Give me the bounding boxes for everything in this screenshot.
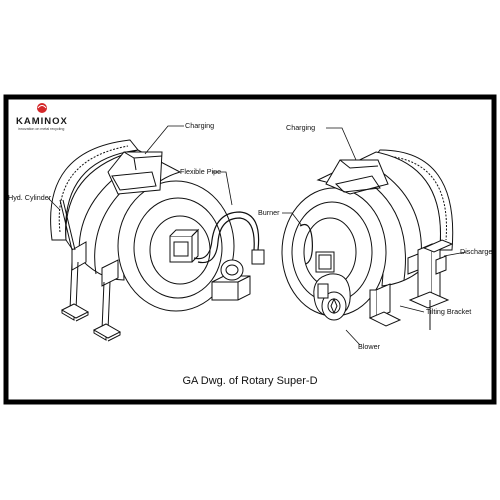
drawing-border (3, 94, 497, 405)
drawing-caption: GA Dwg. of Rotary Super-D (182, 375, 318, 387)
logo-brand: KAMINOX (16, 116, 68, 127)
label-flexible-pipe: Flexible Pipe (180, 167, 222, 176)
right-blower (313, 273, 351, 321)
logo-tagline: innovation on metal recycling (18, 127, 65, 131)
leader-lines (47, 125, 467, 346)
logo-mark (37, 103, 47, 113)
label-charging-left: Charging (185, 121, 215, 130)
right-supports (368, 239, 454, 330)
label-tilting-bracket: Tilting Bracket (426, 307, 472, 316)
label-blower: Blower (358, 342, 380, 351)
label-discharge: Discharge (460, 247, 493, 256)
label-hyd-cylinder: Hyd. Cylinder (8, 193, 52, 202)
label-charging-right: Charging (286, 123, 316, 132)
left-support-legs (60, 261, 122, 342)
left-furnace (50, 139, 235, 312)
label-burner: Burner (258, 208, 280, 217)
right-furnace (281, 149, 454, 317)
flexible-pipe (193, 211, 260, 264)
left-blower (211, 249, 265, 301)
